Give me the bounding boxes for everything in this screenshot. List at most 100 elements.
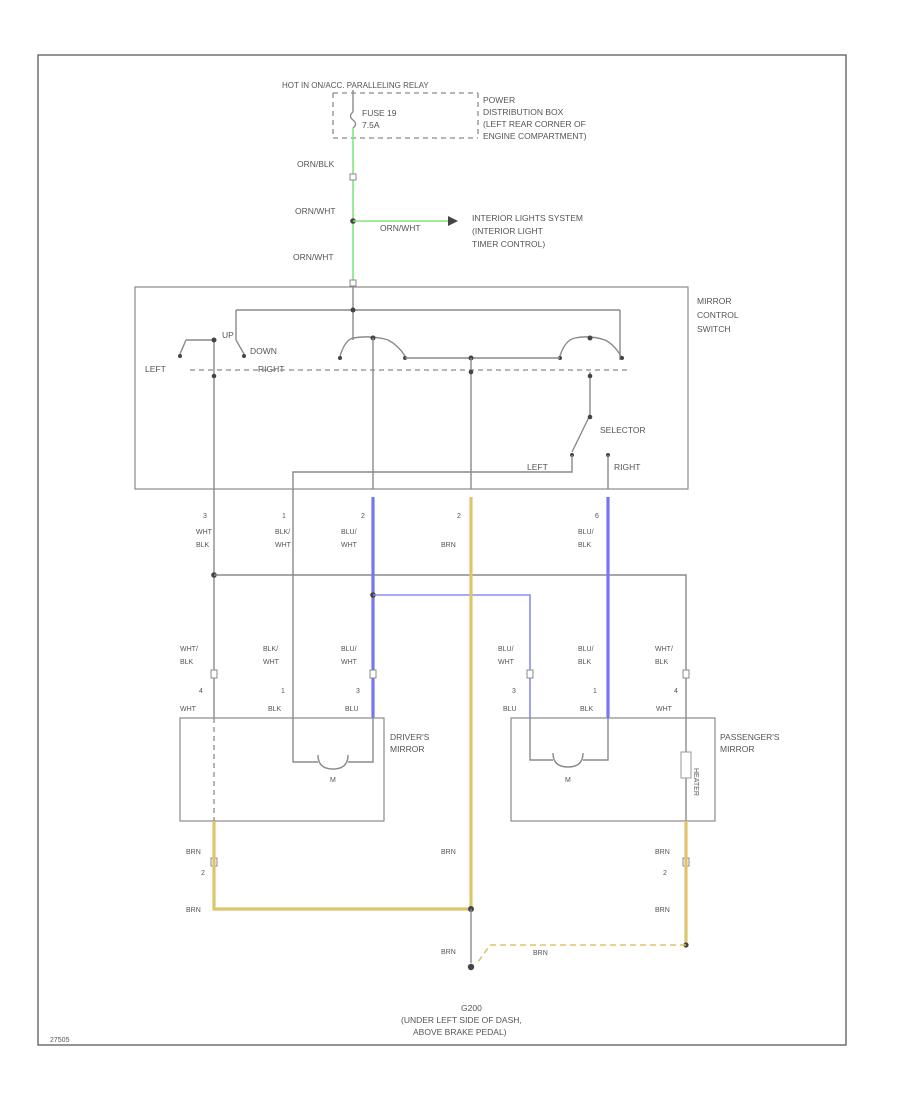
- selector-right-label: RIGHT: [614, 462, 640, 472]
- switch-out-right-dot: [587, 373, 593, 379]
- gnd-left-bottom: BRN: [186, 907, 201, 914]
- switch-label-up: UP: [222, 330, 234, 340]
- figure-id: 27505: [50, 1037, 70, 1044]
- drv-pin-2-num: 1: [281, 688, 285, 695]
- gnd-left-wire: [212, 821, 471, 911]
- connector-c1: [349, 173, 357, 181]
- gnd-center-label: BRN: [441, 849, 456, 856]
- pass-pin-3-c1: WHT/: [655, 646, 673, 653]
- switch-pin-2-c1: BLK/: [275, 529, 290, 536]
- gnd-left-num: 2: [201, 870, 205, 877]
- gnd-right-bottom: BRN: [655, 907, 670, 914]
- drv-pin-2-c2: WHT: [263, 659, 280, 666]
- ground-desc-2: ABOVE BRAKE PEDAL): [413, 1027, 507, 1037]
- power-distribution-box-outline: [332, 92, 479, 139]
- drv-pin-3-c1: BLU/: [341, 646, 357, 653]
- pass-heater-label: HEATER: [692, 768, 699, 796]
- selector-left-label: LEFT: [527, 462, 548, 472]
- drv-pin-3-c3: BLU: [345, 706, 359, 713]
- gnd-g200-point: [467, 963, 475, 971]
- switch-label-left: LEFT: [145, 364, 166, 374]
- switch-3-contact-b: [620, 356, 624, 360]
- switch-1-pivot: [211, 337, 217, 343]
- drv-pin-2-c1: BLK/: [263, 646, 278, 653]
- pass-connector-3: [682, 669, 690, 679]
- selector-left-wire: [292, 455, 573, 489]
- drv-pin-1-num: 4: [199, 688, 203, 695]
- pass-pin-2-c3: BLK: [580, 706, 594, 713]
- gnd-g-left-label: BRN: [441, 949, 456, 956]
- drivers-mirror-box: [179, 717, 385, 822]
- feed-bus-dot: [350, 307, 356, 313]
- switch-1-contact-b: [242, 354, 246, 358]
- wire-orn-wht-label-1: ORN/WHT: [295, 206, 336, 216]
- mcs-label-1: MIRROR: [697, 296, 731, 306]
- driver-motor-symbol: [317, 754, 349, 770]
- switch-pin-1-c1: WHT: [196, 529, 213, 536]
- switch-pin-4-num: 2: [457, 513, 461, 520]
- drv-connector-3: [369, 669, 377, 679]
- pass-pin-3-num: 4: [674, 688, 678, 695]
- gnd-g-right-label: BRN: [533, 950, 548, 957]
- drivers-mirror-label-2: MIRROR: [390, 744, 424, 754]
- switch-pin-labels: 3 WHT BLK 1 BLK/ WHT 2 BLU/ WHT 2 BRN 6 …: [196, 513, 599, 549]
- fuse-rating: 7.5A: [362, 120, 380, 130]
- pass-motor-symbol: [552, 752, 584, 768]
- switch-pin-1-num: 3: [203, 513, 207, 520]
- pass-pin-2-c2: BLK: [578, 659, 592, 666]
- switch-label-down: DOWN: [250, 346, 277, 356]
- driver-mirror-pin-labels: WHT/ BLK 4 WHT BLK/ WHT 1 BLK BLU/ WHT 3…: [180, 646, 360, 713]
- pass-pin-3-c2: BLK: [655, 659, 669, 666]
- switch-pin-3-num: 2: [361, 513, 365, 520]
- pass-pin-2-num: 1: [593, 688, 597, 695]
- diagram-frame: [37, 54, 847, 1046]
- pass-pin-2-c1: BLU/: [578, 646, 594, 653]
- arrow-interior-lights: [448, 216, 458, 226]
- pass-motor-label: M: [565, 777, 571, 784]
- fuse-symbol: [349, 111, 357, 129]
- mcs-label-3: SWITCH: [697, 324, 731, 334]
- connector-c2: [349, 279, 357, 287]
- switch-out-1-dot: [211, 373, 217, 379]
- interior-lights-line-2: (INTERIOR LIGHT: [472, 226, 543, 236]
- passengers-mirror-label-1: PASSENGER'S: [720, 732, 780, 742]
- interior-lights-line-1: INTERIOR LIGHTS SYSTEM: [472, 213, 583, 223]
- pass-pin-3-c3: WHT: [656, 706, 673, 713]
- gnd-right-top: BRN: [655, 849, 670, 856]
- drv-pin-2-c3: BLK: [268, 706, 282, 713]
- switch-out-4-dot: [468, 369, 474, 375]
- power-dist-line-1: POWER: [483, 95, 515, 105]
- switch-feed-bus: [235, 287, 621, 360]
- selector-arm: [571, 414, 591, 453]
- switch-pin-5-num: 6: [595, 513, 599, 520]
- switch-1-arms: [179, 339, 245, 372]
- mcs-label-2: CONTROL: [697, 310, 739, 320]
- switch-label-right: RIGHT: [258, 364, 284, 374]
- selector-pivot: [587, 414, 593, 420]
- wht-blk-crossover: [214, 574, 687, 718]
- pass-connector-1: [526, 669, 534, 679]
- drivers-mirror-label-1: DRIVER'S: [390, 732, 430, 742]
- drv-pin-1-c2: BLK: [180, 659, 194, 666]
- gnd-left-top: BRN: [186, 849, 201, 856]
- top-power-label: HOT IN ON/ACC. PARALLELING RELAY: [282, 81, 429, 90]
- wire-orn-blk-label: ORN/BLK: [297, 159, 335, 169]
- interior-lights-line-3: TIMER CONTROL): [472, 239, 545, 249]
- gnd-right-num: 2: [663, 870, 667, 877]
- gnd-right-dashed: [477, 944, 686, 963]
- switch-pin-3-c2: WHT: [341, 542, 358, 549]
- switch-pin-5-c2: BLK: [578, 542, 592, 549]
- pass-pin-1-c2: WHT: [498, 659, 515, 666]
- mirror-control-switch-box: [134, 286, 689, 490]
- switch-pin-5-c1: BLU/: [578, 529, 594, 536]
- passengers-mirror-label-2: MIRROR: [720, 744, 754, 754]
- passengers-mirror-box: [510, 717, 716, 822]
- selector-label: SELECTOR: [600, 425, 646, 435]
- blu-wht-crossover: [373, 594, 531, 718]
- drv-pin-3-c2: WHT: [341, 659, 358, 666]
- pass-pin-1-c1: BLU/: [498, 646, 514, 653]
- ground-desc-1: (UNDER LEFT SIDE OF DASH,: [401, 1015, 522, 1025]
- pass-pin-1-num: 3: [512, 688, 516, 695]
- pass-pin-1-c3: BLU: [503, 706, 517, 713]
